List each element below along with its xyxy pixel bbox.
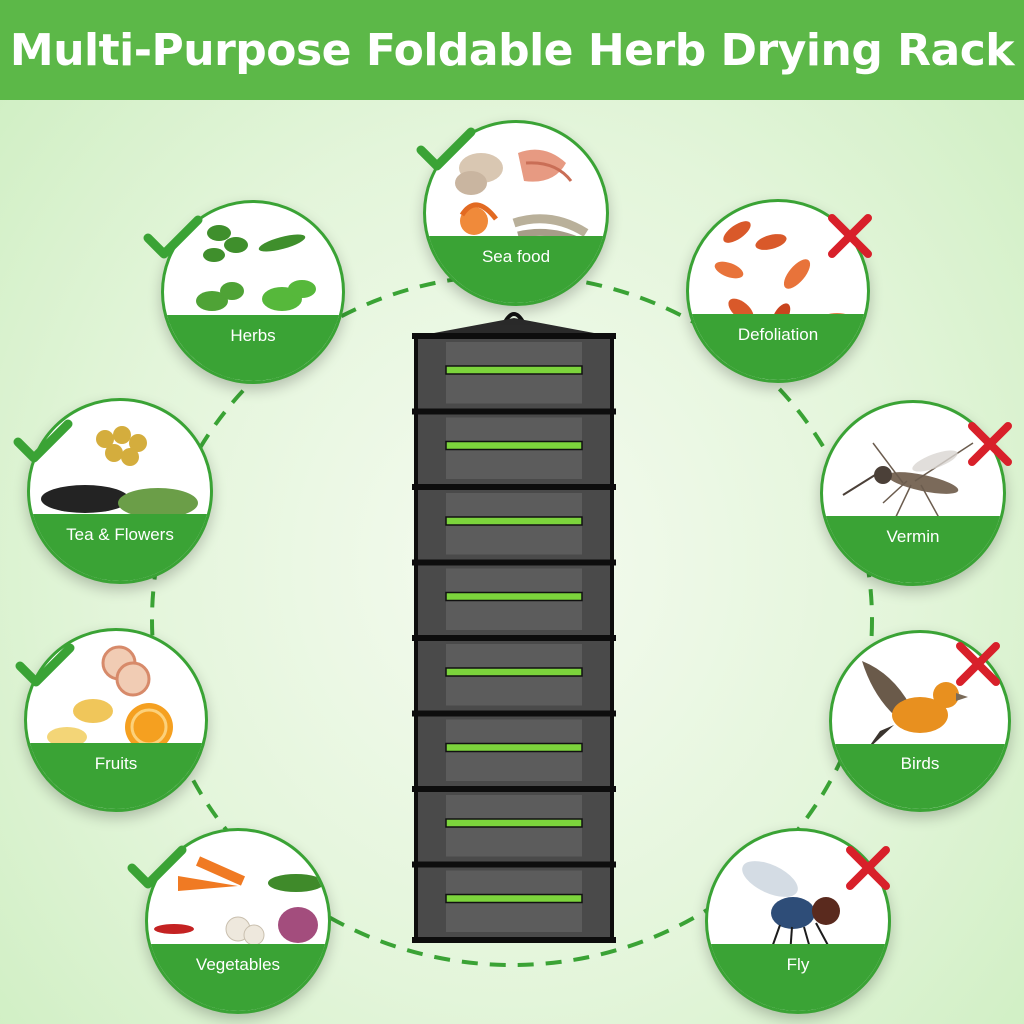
cross-icon xyxy=(956,642,1000,686)
zipper xyxy=(445,818,583,828)
check-icon xyxy=(127,845,187,889)
cross-icon xyxy=(846,846,890,890)
rack-tier xyxy=(412,861,616,942)
bubble-vegetables: Vegetables xyxy=(145,828,331,1014)
bubble-label: Tea & Flowers xyxy=(66,525,174,545)
rack-tier xyxy=(412,408,616,489)
bubble-label: Defoliation xyxy=(737,324,819,344)
bubble-label: Sea food xyxy=(481,247,551,267)
bubble-label: Vegetables xyxy=(195,955,281,975)
bubble-label: Birds xyxy=(900,754,940,774)
bubble-seafood: Sea food xyxy=(423,120,609,306)
drying-rack xyxy=(412,312,616,943)
check-icon xyxy=(143,215,203,259)
cross-icon xyxy=(828,214,872,258)
bubble-defoliation: Defoliation xyxy=(686,199,870,383)
check-icon xyxy=(13,419,73,463)
check-icon xyxy=(15,643,75,687)
bird-icon xyxy=(862,661,968,751)
fruits-icon xyxy=(47,645,173,751)
zipper xyxy=(445,440,583,451)
rack-tier xyxy=(412,786,616,867)
zipper xyxy=(445,893,583,904)
zipper xyxy=(445,516,583,526)
rack-tier xyxy=(412,559,616,640)
check-icon xyxy=(416,127,476,171)
title-banner: Multi-Purpose Foldable Herb Drying Rack xyxy=(0,0,1024,100)
rack-tier xyxy=(412,333,616,414)
zipper xyxy=(445,742,583,753)
herbs-icon xyxy=(196,225,316,311)
bubble-birds: Birds xyxy=(829,630,1011,812)
bubble-fruits: Fruits xyxy=(24,628,208,812)
bubble-label: Vermin xyxy=(886,527,940,547)
page-title: Multi-Purpose Foldable Herb Drying Rack xyxy=(9,24,1015,76)
rack-tier xyxy=(412,635,616,716)
rack-tier xyxy=(412,484,616,565)
zipper xyxy=(445,591,583,602)
bubble-label: Herbs xyxy=(230,325,276,345)
bubble-label: Fruits xyxy=(94,753,138,773)
cross-icon xyxy=(968,422,1012,466)
bubble-label: Fly xyxy=(786,955,810,975)
tea-flowers-icon xyxy=(41,426,198,518)
zipper xyxy=(445,365,583,375)
mosquito-icon xyxy=(842,442,974,526)
zipper xyxy=(445,667,583,677)
rack-tier xyxy=(412,710,616,791)
seafood-icon xyxy=(455,149,589,247)
vegetables-icon xyxy=(154,856,324,946)
fly-icon xyxy=(742,861,840,956)
